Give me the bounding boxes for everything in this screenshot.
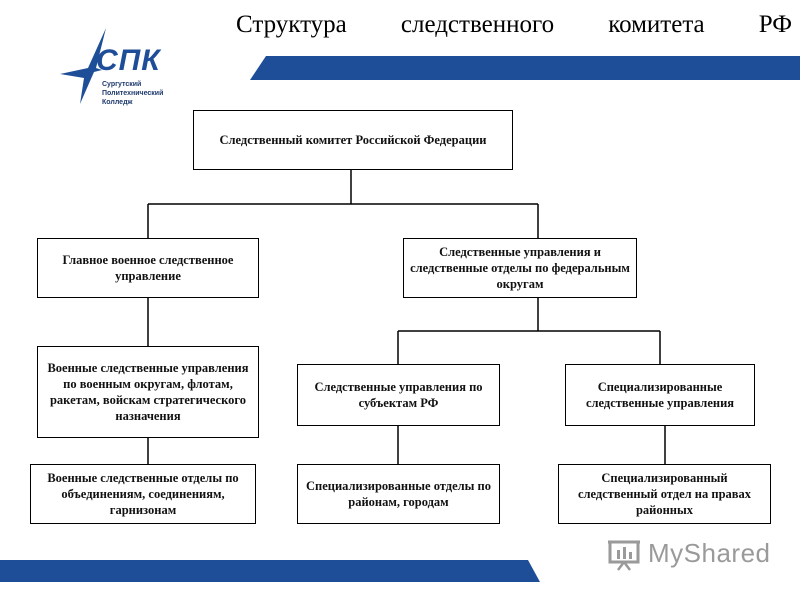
logo-caption: Сургутский Политехнический Колледж bbox=[102, 80, 182, 107]
header-accent-bar bbox=[250, 56, 800, 80]
node-vso: Военные следственные отделы по объединен… bbox=[30, 464, 256, 524]
slide-title: Структура следственного комитета РФ bbox=[236, 11, 792, 38]
watermark-text: MyShared bbox=[648, 538, 771, 568]
node-gvsu: Главное военное следственное управление bbox=[37, 238, 259, 298]
logo-caption-line: Сургутский bbox=[102, 81, 142, 88]
logo-caption-line: Политехнический bbox=[102, 90, 164, 97]
node-su-subj: Следственные управления по субъектам РФ bbox=[297, 364, 500, 426]
node-spec-otd: Специализированные отделы по районам, го… bbox=[297, 464, 500, 524]
myshared-watermark: MyShared bbox=[606, 534, 770, 574]
presentation-board-icon bbox=[608, 540, 640, 571]
node-vsu: Военные следственные управления по военн… bbox=[37, 346, 259, 438]
logo-abbreviation: СПК bbox=[96, 44, 161, 77]
college-logo: СПК Сургутский Политехнический Колледж bbox=[58, 24, 188, 106]
node-root: Следственный комитет Российской Федераци… bbox=[193, 110, 513, 170]
footer-accent-bar bbox=[0, 560, 540, 582]
logo-emblem-icon bbox=[60, 28, 106, 104]
node-spec-su: Специализированные следственные управлен… bbox=[565, 364, 755, 426]
node-su-fo: Следственные управления и следственные о… bbox=[403, 238, 637, 298]
logo-caption-line: Колледж bbox=[102, 99, 133, 106]
node-spec-so: Специализированный следственный отдел на… bbox=[558, 464, 771, 524]
